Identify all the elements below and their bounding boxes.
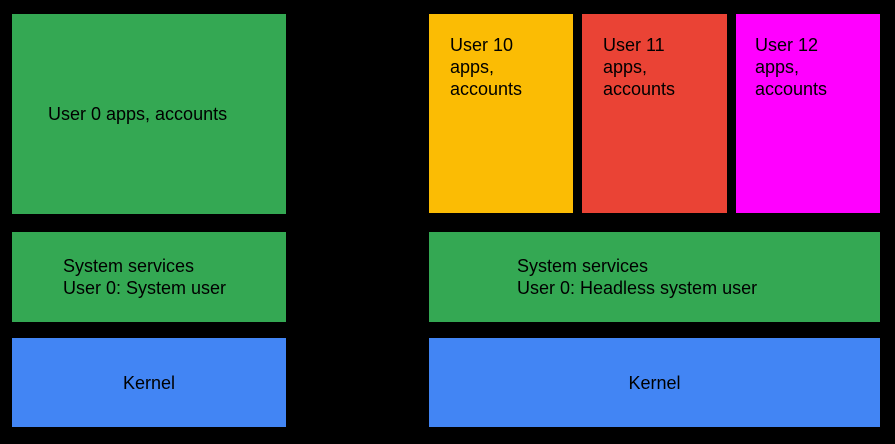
right-kernel-label: Kernel	[628, 372, 681, 393]
user-12-apps-box: User 12 apps, accounts	[736, 14, 880, 213]
user-11-apps-label-line1: User 11	[603, 35, 665, 55]
right-kernel-box: Kernel	[429, 338, 880, 427]
left-system-services-box: System services User 0: System user	[12, 232, 286, 322]
user-11-apps-label-line3: accounts	[603, 79, 676, 99]
left-user0-apps-label: User 0 apps, accounts	[48, 104, 228, 124]
right-system-services-box: System services User 0: Headless system …	[429, 232, 880, 322]
user-10-apps-label-line2: apps,	[450, 57, 495, 77]
left-system-user-label: User 0: System user	[63, 278, 227, 298]
left-kernel-box: Kernel	[12, 338, 286, 427]
user-12-apps-label-line2: apps,	[755, 57, 800, 77]
right-headless-system-user-label: User 0: Headless system user	[517, 278, 758, 298]
right-system-services-label: System services	[517, 256, 649, 276]
left-system-services-label: System services	[63, 256, 195, 276]
user-10-apps-label-line3: accounts	[450, 79, 523, 99]
user-10-apps-box: User 10 apps, accounts	[429, 14, 573, 213]
user-11-apps-box: User 11 apps, accounts	[582, 14, 727, 213]
user-12-apps-label-line1: User 12	[755, 35, 819, 55]
user-12-apps-label-line3: accounts	[755, 79, 828, 99]
user-11-apps-label-line2: apps,	[603, 57, 648, 77]
left-kernel-label: Kernel	[122, 372, 176, 393]
user-10-apps-label-line1: User 10	[450, 35, 514, 55]
left-user0-apps-box: User 0 apps, accounts	[12, 14, 286, 214]
